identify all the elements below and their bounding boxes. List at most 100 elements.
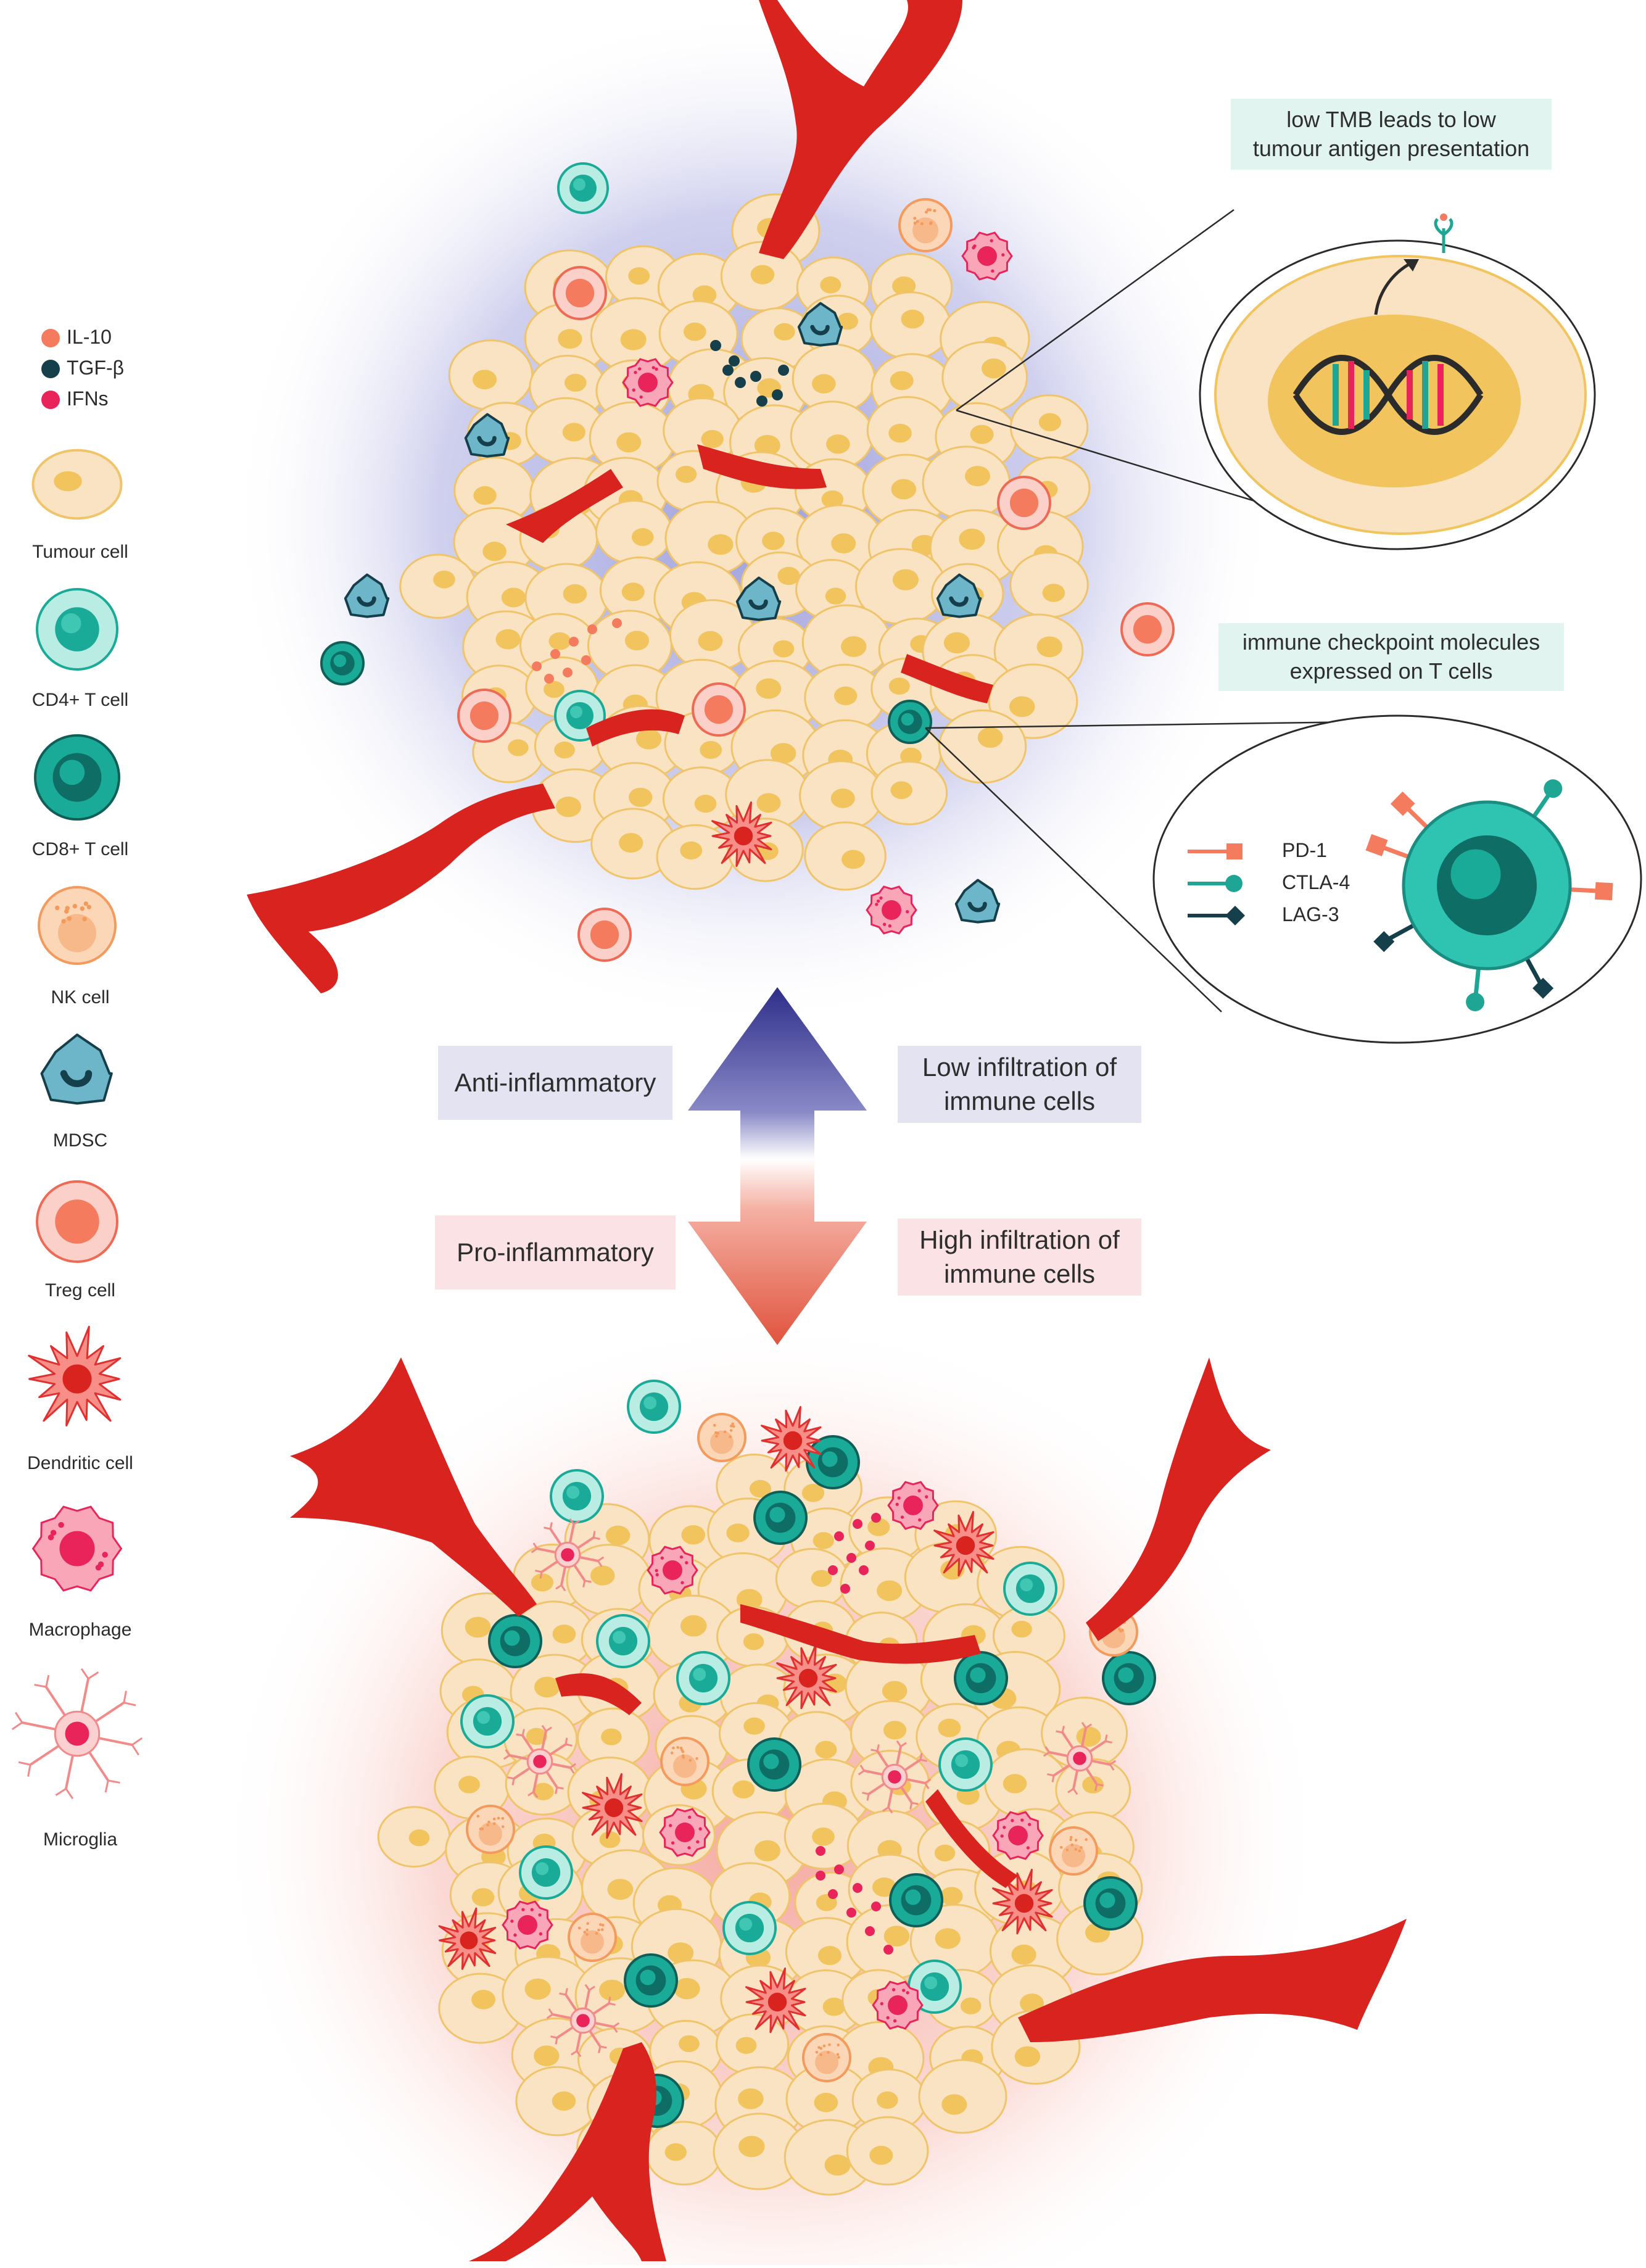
tumour-cell (846, 2116, 929, 2186)
ifn-molecule (853, 1519, 862, 1529)
cd8-t-cell (806, 1435, 860, 1489)
pd1-receptor (1595, 882, 1613, 901)
lag3-receptor (1532, 977, 1554, 999)
tumour-cell (399, 553, 477, 619)
legend-mdsc-icon (40, 1033, 113, 1105)
treg-cell (553, 266, 607, 320)
tumour-cell (663, 397, 742, 464)
ifn-molecule (865, 1541, 875, 1550)
legend-label-cd4: CD4+ T cell (31, 690, 129, 710)
dna-helix-icon (1292, 355, 1484, 435)
nk-cell (1049, 1826, 1098, 1876)
treg-cell (457, 689, 511, 743)
pro-inflammatory-label: Pro-inflammatory (457, 1237, 654, 1267)
legend-treg-icon (36, 1180, 118, 1263)
cd4-t-cell (908, 1960, 962, 2014)
tumour-cell (1009, 394, 1089, 461)
mdsc-cell (344, 573, 390, 618)
legend-label-macrophage: Macrophage (28, 1620, 132, 1640)
tumour-cell (453, 456, 535, 525)
legend-label-dendritic: Dendritic cell (27, 1453, 133, 1473)
cd8-t-cell (753, 1491, 808, 1545)
ifn-molecule (846, 1553, 856, 1563)
low-infiltration-box: Low infiltration of immune cells (898, 1046, 1141, 1123)
tumour-cell (587, 610, 672, 682)
ifn-molecule (840, 1584, 850, 1594)
macrophage-cell (887, 1481, 939, 1530)
cytokine-dot-1 (41, 360, 60, 378)
dendritic-cell (933, 1510, 995, 1577)
tumour-cell (595, 500, 673, 565)
cd4-t-cell (722, 1901, 777, 1955)
anti-inflammatory-box: Anti-inflammatory (438, 1046, 672, 1120)
legend-dendritic-icon (28, 1325, 122, 1427)
ifn-molecule (859, 1565, 869, 1575)
cytokine-dot-2 (41, 391, 60, 409)
legend-label-mdsc: MDSC (52, 1130, 108, 1151)
cytokine-label-ifns: IFNs (67, 387, 109, 410)
cytokine-legend-dots (41, 329, 60, 409)
tumour-cell (922, 445, 1011, 520)
mdsc-cell (735, 576, 782, 621)
cytokine-dot-0 (41, 329, 60, 347)
tumour-cell (515, 2066, 599, 2137)
tumour-cell (785, 2064, 870, 2135)
dendritic-cell (582, 1773, 643, 1839)
tumour-cell (656, 824, 735, 890)
high-infiltration-label: High infiltration of immune cells (919, 1225, 1120, 1288)
legend-cd8-icon (34, 734, 120, 821)
mdsc-cell (936, 573, 982, 618)
ctla4-receptor (1466, 993, 1485, 1012)
legend-label-treg: Treg cell (45, 1280, 115, 1301)
ifn-molecule (816, 1871, 825, 1881)
macrophage-cell (866, 885, 917, 935)
tumour-cell (377, 1806, 451, 1868)
legend-microglia-icon (11, 1668, 143, 1800)
cytokine-label-il10: IL-10 (67, 326, 112, 348)
tumour-cell (941, 341, 1028, 414)
macrophage-cell (659, 1808, 711, 1857)
pd1-receptor (1390, 791, 1415, 816)
macrophage-cell (992, 1811, 1044, 1860)
tumour-cell (438, 1972, 523, 2044)
tgf-beta-molecule (778, 365, 789, 376)
zoomed-t-cell (1365, 779, 1613, 1012)
ifn-molecule (846, 1908, 856, 1918)
tumour-cell (804, 821, 887, 891)
cd8-t-cell (888, 700, 932, 744)
checkpoint-label-pd1: PD-1 (1282, 839, 1327, 861)
big-t-cell-highlight (1450, 849, 1501, 900)
tumour-cell (1009, 551, 1089, 618)
legend-label-microglia: Microglia (43, 1829, 118, 1850)
ifn-molecule (816, 1846, 825, 1856)
dendritic-cell (711, 801, 772, 867)
cd4-t-cell (460, 1694, 515, 1749)
ifn-molecule (834, 1864, 844, 1874)
checkpoint-label-ctla4: CTLA-4 (1282, 871, 1350, 893)
tumour-cell (918, 2059, 1007, 2134)
il10-molecule (612, 618, 622, 628)
tgf-beta-molecule (772, 389, 783, 400)
tumour-cell (590, 808, 676, 880)
low-infiltration-label: Low infiltration of immune cells (922, 1052, 1117, 1115)
tumour-cell (589, 401, 677, 475)
legend-label-tumour: Tumour cell (32, 542, 128, 562)
dendritic-cell (28, 1325, 122, 1427)
cd4-t-cell (557, 162, 609, 214)
legend-cd4-icon (36, 588, 118, 671)
tumour-cell (799, 760, 884, 832)
cd4-t-cell (550, 1469, 604, 1523)
tumour-cell (984, 1748, 1068, 1819)
antigen-presentation-arrow-icon (1374, 260, 1414, 315)
nk-cell (802, 2033, 851, 2082)
cd8-t-cell (1083, 1876, 1138, 1931)
checkpoint-marker-pd1 (1188, 843, 1243, 859)
nk-cell (568, 1913, 617, 1962)
blood-vessels-cold (247, 0, 993, 993)
ifn-molecule (865, 1926, 875, 1936)
treg-cell (577, 908, 632, 962)
dendritic-cell (761, 1405, 822, 1472)
il10-molecule (550, 649, 560, 659)
high-infiltration-box: High infiltration of immune cells (898, 1219, 1141, 1296)
